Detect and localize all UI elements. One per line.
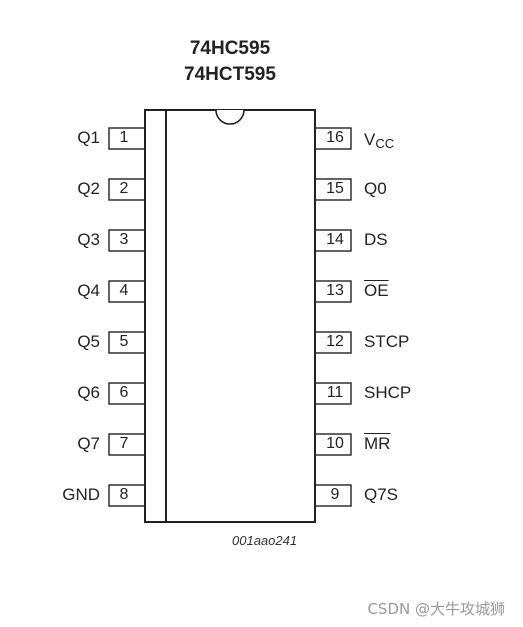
pin-name-right: Q7S	[364, 485, 398, 505]
pin-box-left	[108, 331, 146, 354]
pin-number-left: 1	[109, 128, 145, 148]
pin-number-right: 9	[319, 485, 351, 505]
pin-box-right	[314, 382, 352, 405]
pin-name-subscript: CC	[375, 136, 395, 151]
pin-name-right: DS	[364, 230, 388, 250]
pin-name-text: Q5	[77, 332, 100, 351]
pin-number-text: 12	[326, 333, 344, 350]
chip-title-line-2: 74HCT595	[184, 64, 276, 85]
pin-box-right	[314, 178, 352, 201]
pin-number-text: 8	[119, 486, 129, 503]
pin-box-left	[108, 127, 146, 150]
pin-number-text: 4	[119, 282, 129, 299]
pin-name-left: Q3	[40, 230, 100, 250]
pin-number-right: 13	[319, 281, 351, 301]
pin-box-left	[108, 382, 146, 405]
pin-number-left: 6	[109, 383, 145, 403]
pin-name-text: Q0	[364, 179, 387, 198]
pin-name-left: Q2	[40, 179, 100, 199]
pin-name-left: Q4	[40, 281, 100, 301]
pin-box-right	[314, 433, 352, 456]
pin-number-left: 4	[109, 281, 145, 301]
pin-name-text: V	[364, 130, 376, 149]
pin-number-left: 8	[109, 485, 145, 505]
pin-number-text: 14	[326, 231, 344, 248]
pin-box-left	[108, 178, 146, 201]
pin-box-right	[314, 229, 352, 252]
pin-name-text: MR	[364, 434, 391, 453]
package-outline	[144, 109, 316, 523]
pin-name-text: Q1	[77, 128, 100, 147]
pin-name-left: Q7	[40, 434, 100, 454]
pin-name-text: OE	[364, 281, 389, 300]
pin-number-right: 10	[319, 434, 351, 454]
pin-box-left	[108, 280, 146, 303]
pin-box-left	[108, 433, 146, 456]
pin-number-text: 13	[326, 282, 344, 299]
pin-number-right: 11	[319, 383, 351, 403]
pin-number-right: 15	[319, 179, 351, 199]
pin-boxes	[108, 127, 352, 507]
pin-name-right: VCC	[364, 130, 394, 154]
pin1-notch	[215, 109, 245, 125]
pin-number-text: 1	[119, 129, 129, 146]
pin-name-left: Q5	[40, 332, 100, 352]
pin-number-text: 6	[119, 384, 129, 401]
chip-title-line-1: 74HC595	[189, 38, 271, 59]
ic-package-body	[144, 109, 316, 523]
pin-number-text: 16	[326, 129, 344, 146]
pin-box-left	[108, 484, 146, 507]
pin-name-text: STCP	[364, 332, 410, 351]
watermark: CSDN @大牛攻城狮	[367, 600, 505, 618]
pin-number-text: 2	[119, 180, 129, 197]
pin-number-text: 9	[330, 486, 340, 503]
pin-name-text: GND	[62, 485, 100, 504]
pin-number-text: 5	[119, 333, 129, 350]
pin-name-right: SHCP	[364, 383, 411, 403]
pin-number-left: 7	[109, 434, 145, 454]
pin-box-right	[314, 331, 352, 354]
pin-number-text: 11	[326, 384, 344, 401]
pin-name-left: Q1	[40, 128, 100, 148]
pin-name-left: GND	[40, 485, 100, 505]
pin-name-right: Q0	[364, 179, 387, 199]
pin-name-text: Q7S	[364, 485, 399, 504]
pin-box-right	[314, 280, 352, 303]
pin-name-left: Q6	[40, 383, 100, 403]
pin-name-text: Q6	[77, 383, 100, 402]
pin-number-text: 15	[326, 180, 344, 197]
pin-number-right: 12	[319, 332, 351, 352]
pin-number-left: 2	[109, 179, 145, 199]
pin-box-left	[108, 229, 146, 252]
drawing-id: 001aao241	[232, 533, 298, 548]
pin-number-text: 7	[119, 435, 129, 452]
pin-name-text: Q3	[77, 230, 100, 249]
pin-name-text: Q2	[77, 179, 100, 198]
pin-box-right	[314, 127, 352, 150]
pin-box-right	[314, 484, 352, 507]
pin-number-left: 3	[109, 230, 145, 250]
pin-name-text: SHCP	[364, 383, 412, 402]
pin-number-text: 3	[119, 231, 129, 248]
pin-number-right: 16	[319, 128, 351, 148]
pin-name-right: OE	[364, 281, 389, 301]
pin-name-text: DS	[364, 230, 388, 249]
pin-number-text: 10	[326, 435, 344, 452]
pin-name-text: Q4	[77, 281, 100, 300]
pin-name-right: MR	[364, 434, 390, 454]
pin-name-text: Q7	[77, 434, 100, 453]
pin-number-left: 5	[109, 332, 145, 352]
pin-name-right: STCP	[364, 332, 409, 352]
pin-number-right: 14	[319, 230, 351, 250]
